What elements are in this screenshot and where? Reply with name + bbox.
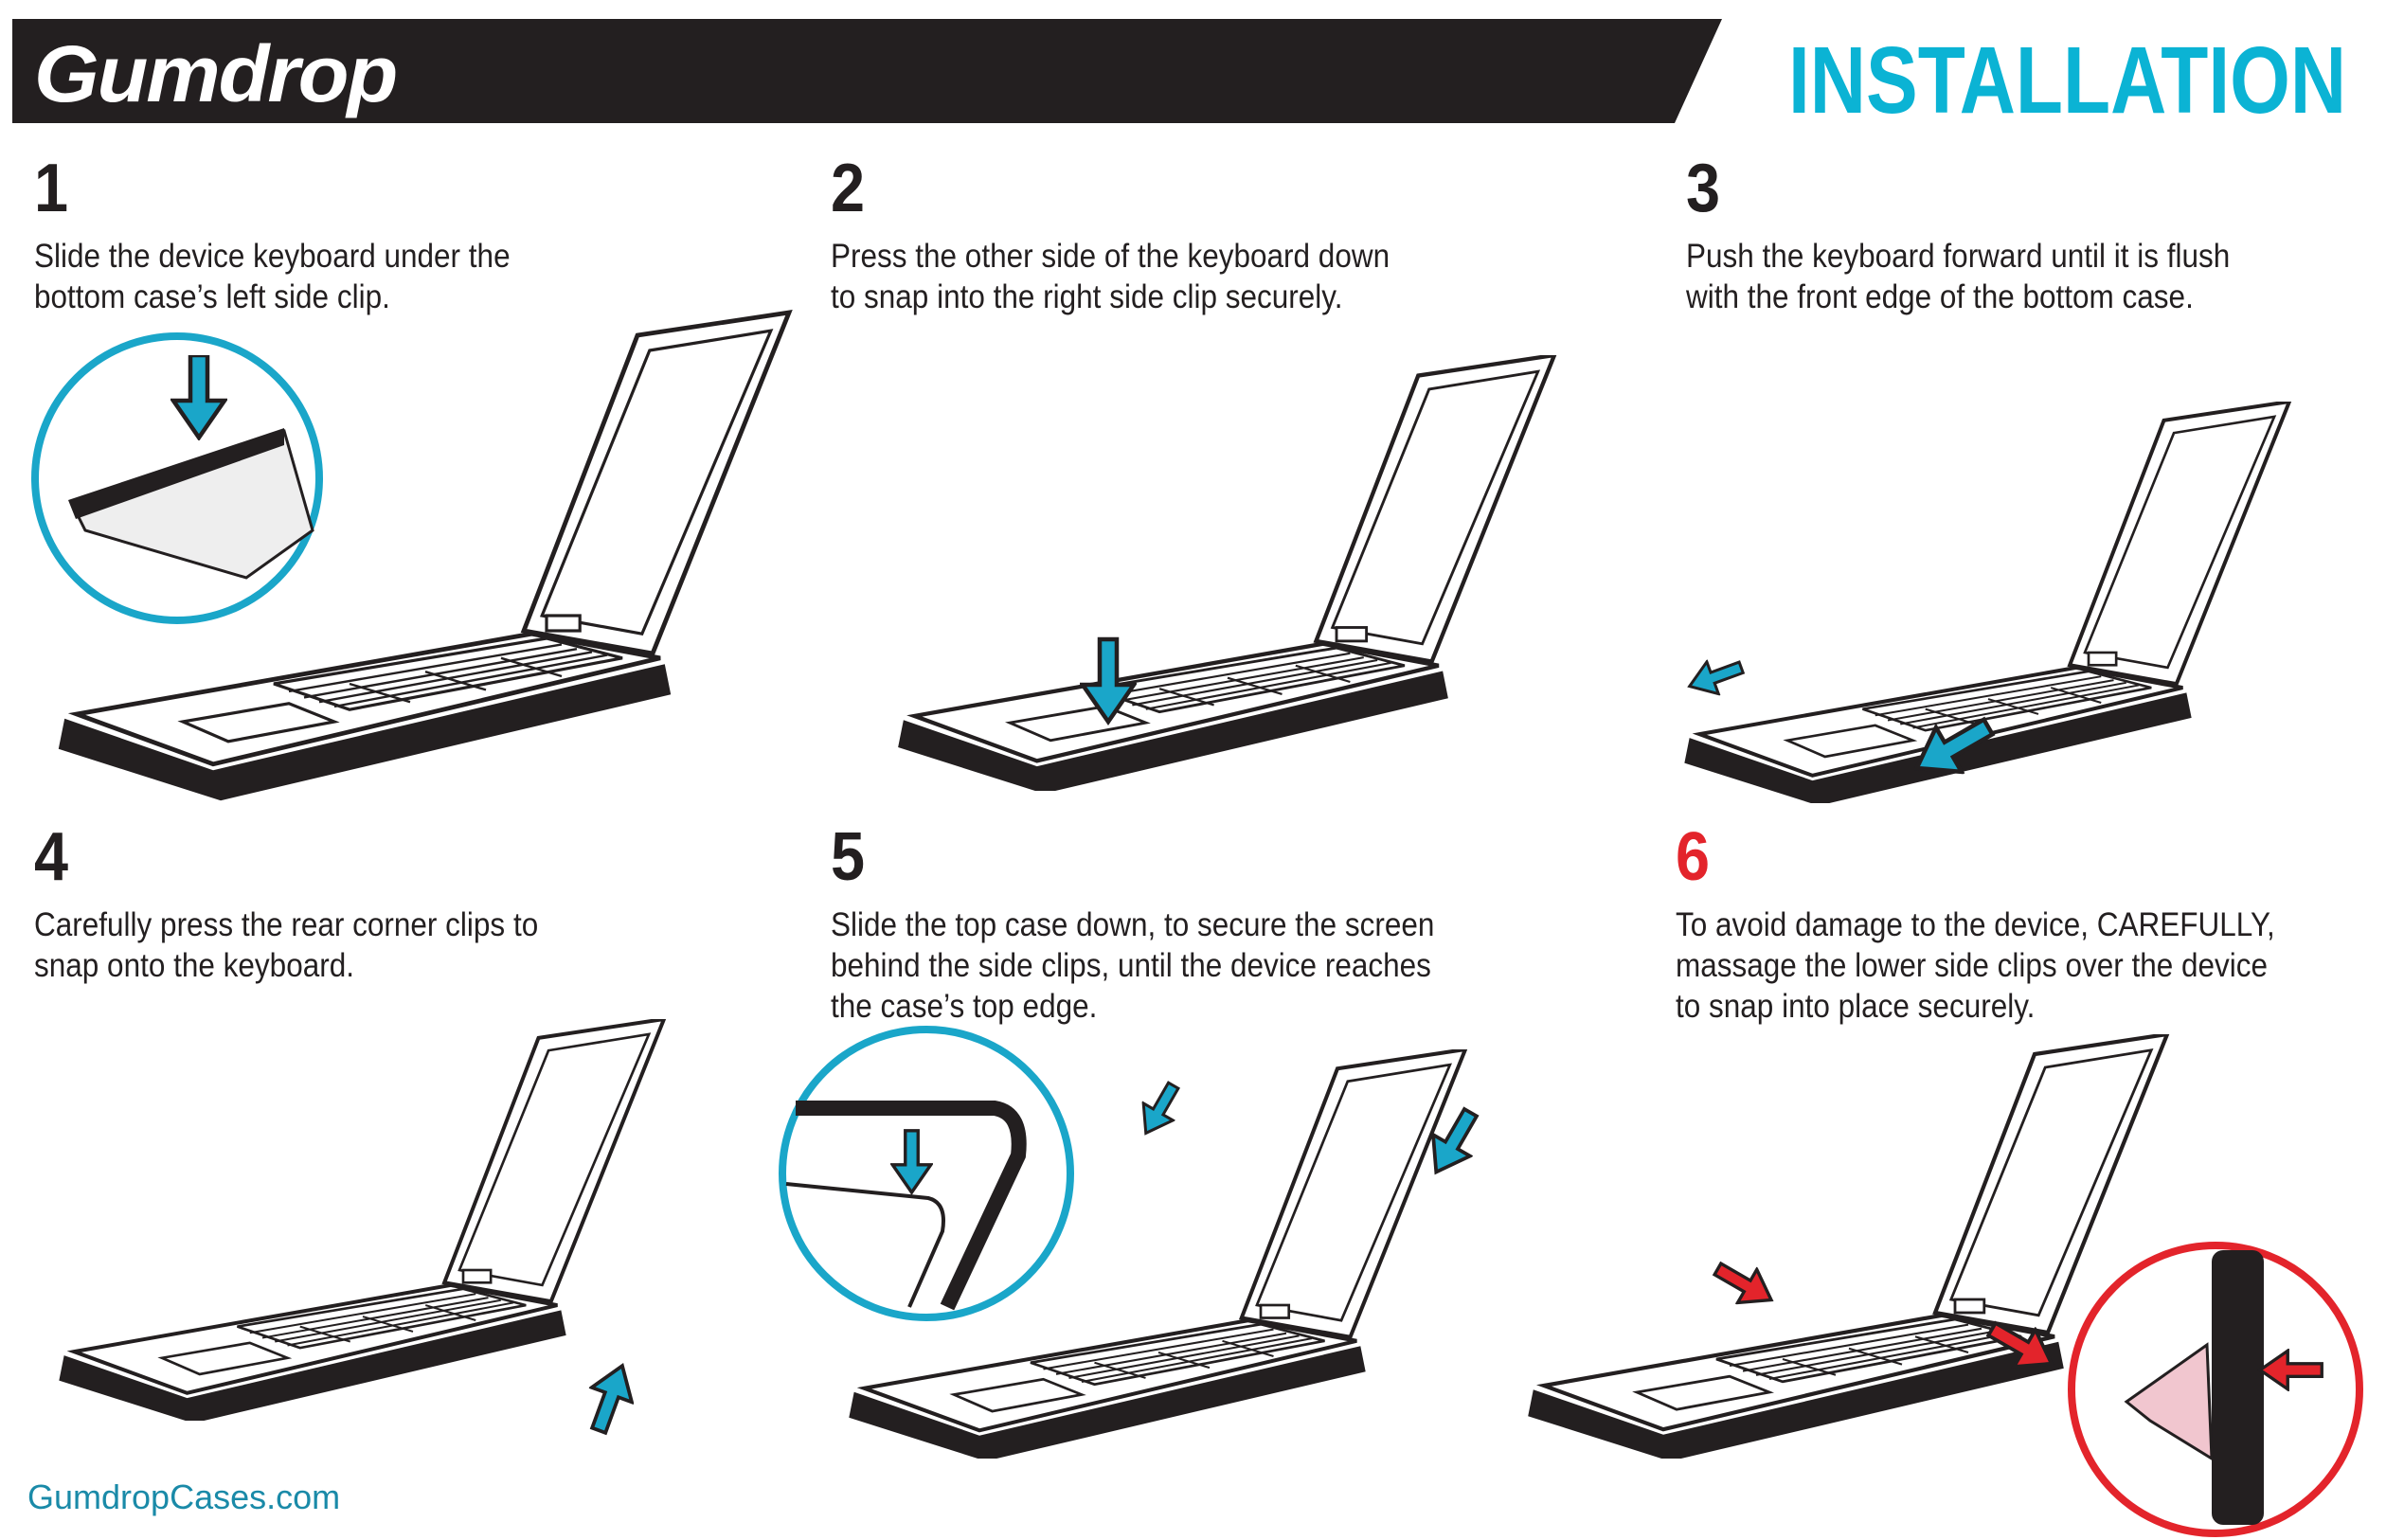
step-5: 5 Slide the top case down, to secure the… xyxy=(831,823,1501,1027)
laptop-step3 xyxy=(1684,402,2289,806)
step-number: 6 xyxy=(1676,819,1711,895)
laptop-step2 xyxy=(898,355,1554,794)
laptop-step4 xyxy=(59,1019,664,1424)
step-text: Push the keyboard forward until it is fl… xyxy=(1686,238,2231,315)
website-link[interactable]: GumdropCases.com xyxy=(27,1477,341,1516)
header-bar xyxy=(12,19,1722,123)
step-2: 2 Press the other side of the keyboard d… xyxy=(831,154,1452,317)
brand-logo: Gumdrop xyxy=(34,29,398,118)
step-text: Carefully press the rear corner clips to… xyxy=(34,906,539,984)
step-number: 5 xyxy=(831,819,866,895)
arrow-icon xyxy=(1706,1250,1783,1318)
step-3: 3 Push the keyboard forward until it is … xyxy=(1686,154,2290,317)
step-text: To avoid damage to the device, CAREFULLY… xyxy=(1676,906,2275,1025)
step-number: 1 xyxy=(34,151,69,226)
step-text: Slide the top case down, to secure the s… xyxy=(831,906,1435,1025)
page-title: INSTALLATION xyxy=(1788,27,2347,134)
step-number: 3 xyxy=(1686,151,1721,226)
arrow-icon xyxy=(1129,1075,1190,1144)
arrow-icon xyxy=(579,1358,642,1438)
arrow-icon xyxy=(1681,650,1749,705)
step-number: 4 xyxy=(34,819,69,895)
step-6: 6 To avoid damage to the device, CAREFUL… xyxy=(1676,823,2341,1027)
step-4: 4 Carefully press the rear corner clips … xyxy=(34,823,594,986)
step-text: Press the other side of the keyboard dow… xyxy=(831,238,1390,315)
step-number: 2 xyxy=(831,151,866,226)
